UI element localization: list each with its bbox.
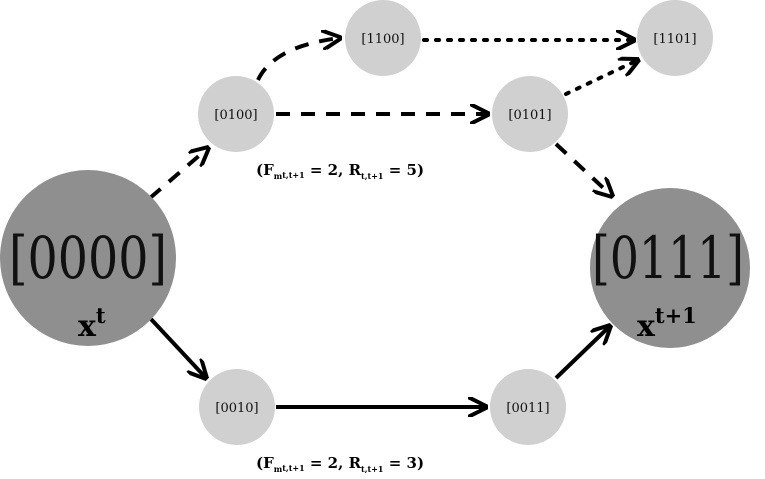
node-0000-variable: xt — [78, 303, 106, 344]
annotation-bottom-path: (Fmt,t+1 = 2, Rt,t+1 = 3) — [256, 454, 424, 474]
edge-0100-to-1100 — [256, 38, 340, 81]
node-0000: [0000] xt — [0, 170, 176, 346]
node-1100-circle — [345, 0, 421, 76]
node-0011-label: [0011] — [506, 401, 549, 416]
edge-0011-to-0111 — [554, 326, 610, 380]
node-0101: [0101] — [492, 76, 568, 152]
node-0011: [0011] — [490, 369, 566, 445]
node-0010-circle — [199, 369, 275, 445]
node-0111-variable: xt+1 — [637, 303, 697, 344]
node-0000-circle — [0, 170, 176, 346]
edges — [148, 38, 638, 407]
node-0100: [0100] — [198, 76, 274, 152]
node-0100-label: [0100] — [214, 108, 257, 123]
node-1101-circle — [637, 0, 713, 76]
node-0010-label: [0010] — [215, 401, 258, 416]
edge-0101-to-1101 — [564, 60, 638, 96]
edge-0000-to-0010 — [148, 316, 206, 378]
node-0111: [0111] xt+1 — [590, 188, 750, 348]
node-1101-label: [1101] — [653, 32, 696, 47]
node-0111-label: [0111] — [592, 224, 744, 292]
node-0010: [0010] — [199, 369, 275, 445]
annotation-top-path: (Fmt,t+1 = 2, Rt,t+1 = 5) — [256, 161, 424, 181]
node-0111-circle — [590, 188, 750, 348]
edge-0000-to-0100 — [148, 148, 208, 200]
node-0101-circle — [492, 76, 568, 152]
node-0011-circle — [490, 369, 566, 445]
node-1100-label: [1100] — [361, 32, 404, 47]
node-0100-circle — [198, 76, 274, 152]
edge-0101-to-0111 — [554, 142, 612, 196]
node-0000-label: [0000] — [9, 224, 167, 292]
node-0101-label: [0101] — [508, 108, 551, 123]
node-1101: [1101] — [637, 0, 713, 76]
node-1100: [1100] — [345, 0, 421, 76]
